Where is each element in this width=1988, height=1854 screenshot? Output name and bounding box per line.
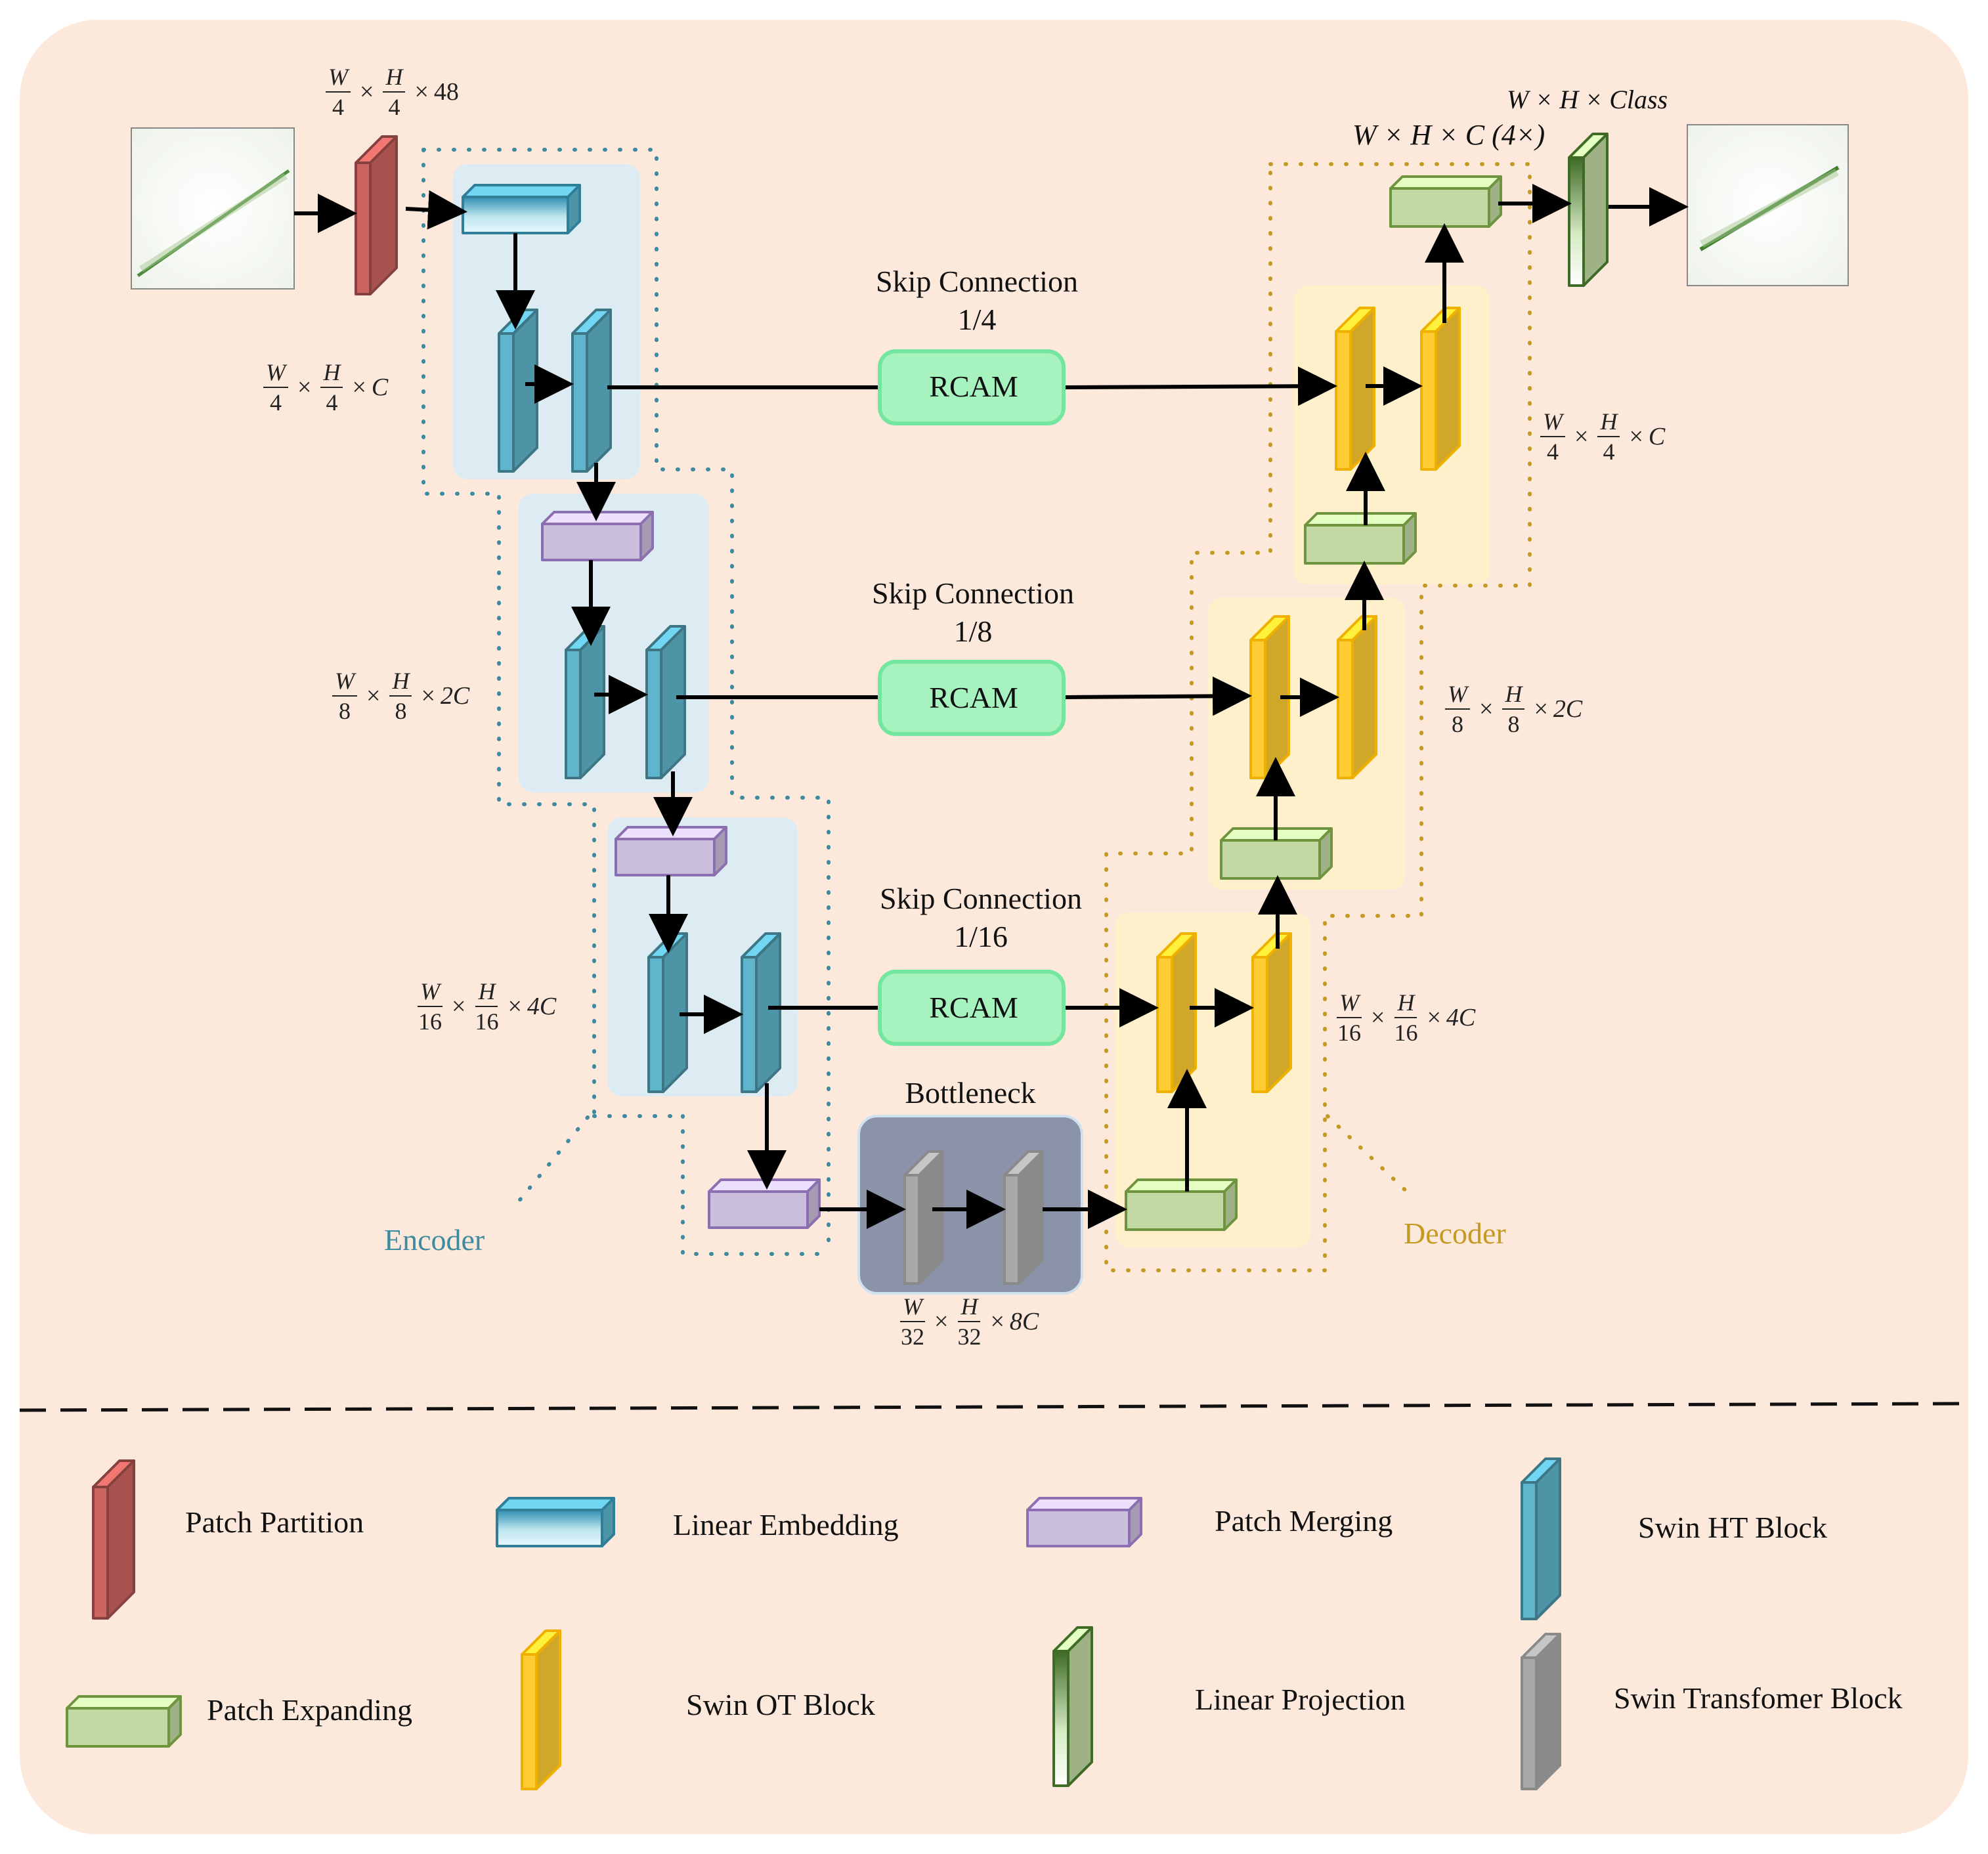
patch-expanding-block-dec1 bbox=[1304, 512, 1417, 565]
legend-label-swin-ot-block: Swin OT Block bbox=[686, 1688, 875, 1721]
dim-output-class: W × H × Class bbox=[1507, 85, 1668, 114]
patch-expanding-block-dec3 bbox=[1125, 1178, 1238, 1231]
patch-merging-block-enc3 bbox=[615, 826, 727, 876]
swin-ot-block-dec2-a bbox=[1249, 615, 1290, 779]
rcam-box-2 bbox=[878, 660, 1066, 736]
linear-projection-icon bbox=[1052, 1626, 1093, 1787]
encoder-dotted-outline bbox=[421, 148, 831, 1256]
swin-ht-block-enc2-a bbox=[565, 625, 605, 779]
patch-partition-icon bbox=[92, 1459, 135, 1620]
legend-label-patch-partition: Patch Partition bbox=[185, 1505, 364, 1539]
patch-expanding-block-dec2 bbox=[1220, 827, 1333, 880]
decoder-dotted-outline bbox=[1104, 162, 1532, 1272]
decoder-label: Decoder bbox=[1404, 1217, 1506, 1250]
arrow-partition-to-embedding bbox=[405, 190, 467, 230]
linear-embedding-block bbox=[462, 184, 581, 234]
swin-ot-block-dec2-b bbox=[1337, 615, 1377, 779]
swin-ot-block-icon bbox=[521, 1629, 561, 1790]
legend-label-patch-merging: Patch Merging bbox=[1215, 1504, 1393, 1538]
rcam-1-label: RCAM bbox=[929, 370, 1018, 403]
swin-ot-block-dec1-a bbox=[1335, 307, 1375, 471]
rcam-box-3 bbox=[878, 970, 1066, 1046]
legend-label-swin-transformer-block: Swin Transfomer Block bbox=[1614, 1681, 1903, 1715]
swin-ht-block-icon bbox=[1521, 1457, 1561, 1620]
swin-transformer-block-a bbox=[903, 1150, 944, 1285]
skip-connection-3-label: Skip Connection 1/16 bbox=[880, 882, 1082, 953]
output-image bbox=[1687, 124, 1849, 286]
patch-merging-block-enc2 bbox=[541, 511, 654, 561]
swin-ot-block-dec3-b bbox=[1251, 932, 1292, 1093]
rcam-2-label: RCAM bbox=[929, 681, 1018, 714]
input-image bbox=[131, 127, 295, 290]
linear-projection-block bbox=[1568, 133, 1609, 287]
swin-ot-block-dec3-a bbox=[1156, 932, 1197, 1093]
rcam-3-label: RCAM bbox=[929, 991, 1018, 1024]
skip-line-2-b bbox=[1063, 676, 1252, 716]
legend-label-linear-embedding: Linear Embedding bbox=[673, 1508, 899, 1541]
legend-label-swin-ht-block: Swin HT Block bbox=[1638, 1511, 1827, 1544]
patch-partition-block bbox=[355, 135, 398, 295]
swin-ht-block-enc1-b bbox=[571, 309, 612, 473]
swin-ht-block-enc2-b bbox=[645, 625, 686, 779]
swin-ht-block-enc1-a bbox=[498, 309, 538, 473]
dim-output-expand: W × H × C (4×) bbox=[1352, 119, 1545, 151]
patch-merging-block-bottleneck bbox=[708, 1178, 821, 1229]
swin-transformer-block-b bbox=[1003, 1150, 1044, 1285]
encoder-label: Encoder bbox=[384, 1223, 485, 1257]
patch-expanding-block-out bbox=[1389, 175, 1502, 228]
patch-expanding-icon bbox=[66, 1695, 182, 1748]
linear-embedding-icon bbox=[496, 1497, 615, 1547]
legend-label-patch-expanding: Patch Expanding bbox=[207, 1693, 412, 1727]
swin-ht-block-enc3-b bbox=[741, 932, 781, 1093]
patch-merging-icon bbox=[1026, 1497, 1142, 1547]
swin-ot-block-dec1-b bbox=[1420, 307, 1461, 471]
swin-transformer-block-icon bbox=[1521, 1633, 1561, 1790]
legend-label-linear-projection: Linear Projection bbox=[1195, 1683, 1406, 1716]
skip-line-1-b bbox=[1063, 366, 1337, 406]
bottleneck-panel bbox=[857, 1115, 1083, 1295]
skip-connection-2-label: Skip Connection 1/8 bbox=[872, 576, 1074, 648]
rcam-box-1 bbox=[878, 349, 1066, 425]
bottleneck-title: Bottleneck bbox=[905, 1076, 1036, 1110]
skip-connection-1-label: Skip Connection 1/4 bbox=[876, 265, 1078, 336]
